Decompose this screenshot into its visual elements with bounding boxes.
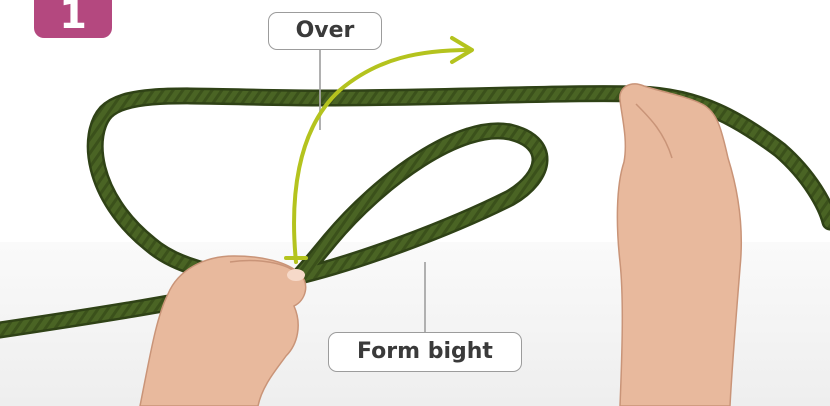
over-callout: Over bbox=[268, 12, 382, 50]
right-hand bbox=[617, 84, 741, 406]
step-number-badge: 1 bbox=[34, 0, 112, 38]
form-bight-callout: Form bight bbox=[328, 332, 522, 372]
